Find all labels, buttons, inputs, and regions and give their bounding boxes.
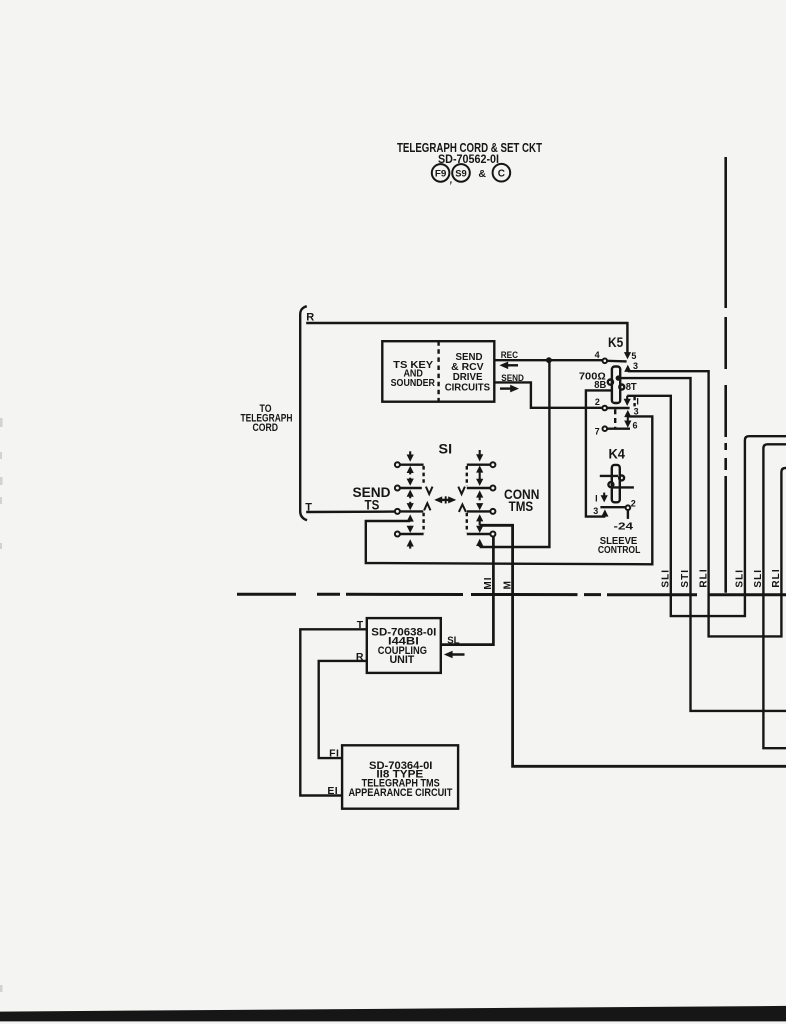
svg-text:TO: TO: [260, 403, 272, 415]
svg-text:5: 5: [631, 351, 636, 361]
svg-text:TS KEY: TS KEY: [393, 360, 433, 371]
svg-text:SLI: SLI: [661, 569, 672, 588]
svg-text:COUPLING: COUPLING: [378, 645, 427, 657]
svg-text:CONN: CONN: [504, 487, 539, 502]
svg-text:-24: -24: [614, 521, 634, 532]
svg-text:CORD: CORD: [253, 422, 279, 434]
svg-text:S9: S9: [455, 168, 467, 179]
svg-text:6: 6: [632, 421, 637, 431]
svg-text:SOUNDER: SOUNDER: [391, 378, 436, 389]
svg-text:C: C: [498, 169, 505, 180]
svg-text:TELEGRAPH TMS: TELEGRAPH TMS: [362, 777, 440, 789]
svg-text:3: 3: [633, 361, 638, 371]
svg-text:2: 2: [631, 499, 636, 509]
svg-text:SLEEVE: SLEEVE: [600, 536, 638, 547]
svg-text:R: R: [356, 651, 364, 663]
svg-text:I: I: [636, 396, 639, 406]
svg-text:APPEARANCE CIRCUIT: APPEARANCE CIRCUIT: [348, 787, 452, 799]
svg-text:MI: MI: [483, 576, 494, 589]
svg-text:8T: 8T: [626, 382, 637, 393]
svg-text:F9: F9: [435, 168, 447, 179]
svg-text:K5: K5: [608, 334, 623, 350]
svg-text:3: 3: [593, 506, 598, 516]
svg-text:I44BI: I44BI: [388, 636, 419, 648]
svg-text:& RCV: & RCV: [451, 362, 484, 373]
svg-text:II8 TYPE: II8 TYPE: [376, 769, 423, 781]
svg-text:T: T: [357, 619, 364, 631]
svg-text:SLI: SLI: [735, 569, 746, 588]
svg-text:TS: TS: [365, 498, 380, 513]
svg-text:&: &: [478, 168, 486, 180]
svg-text:CONTROL: CONTROL: [598, 545, 641, 556]
svg-text:SEND: SEND: [456, 352, 483, 363]
svg-text:SI: SI: [439, 441, 453, 457]
svg-text:SD-70562-0I: SD-70562-0I: [438, 152, 499, 166]
svg-text:M: M: [502, 580, 513, 589]
svg-text:RLI: RLI: [698, 568, 709, 587]
svg-text:RLI: RLI: [771, 568, 782, 587]
svg-text:K4: K4: [608, 446, 625, 462]
svg-text:3: 3: [634, 407, 639, 417]
svg-text:T: T: [305, 502, 312, 514]
svg-text:700Ω: 700Ω: [579, 372, 606, 383]
svg-text:EI: EI: [327, 785, 338, 797]
svg-text:TELEGRAPH CORD & SET CKT: TELEGRAPH CORD & SET CKT: [397, 140, 542, 155]
svg-text:2: 2: [595, 397, 600, 407]
svg-text:R: R: [306, 311, 314, 323]
svg-text:8B: 8B: [594, 380, 606, 391]
svg-text:TELEGRAPH: TELEGRAPH: [241, 413, 293, 425]
svg-text:SEND: SEND: [501, 373, 524, 383]
svg-text:7: 7: [595, 427, 600, 437]
svg-text:DRIVE: DRIVE: [453, 372, 483, 383]
svg-text:SEND: SEND: [353, 485, 391, 500]
svg-text:SL: SL: [447, 634, 460, 646]
svg-text:SD-70364-0I: SD-70364-0I: [369, 760, 432, 772]
svg-text:AND: AND: [403, 368, 423, 379]
svg-text:TMS: TMS: [509, 499, 534, 514]
svg-text:CIRCUITS: CIRCUITS: [445, 382, 491, 393]
svg-text:UNIT: UNIT: [389, 654, 414, 666]
svg-text:STI: STI: [680, 569, 691, 588]
svg-text:4: 4: [595, 350, 600, 360]
svg-text:SLI: SLI: [753, 569, 764, 588]
svg-text:I: I: [595, 494, 598, 504]
svg-text:FI: FI: [329, 748, 339, 760]
svg-text:REC: REC: [501, 350, 519, 360]
svg-text:SD-70638-0I: SD-70638-0I: [371, 627, 436, 639]
